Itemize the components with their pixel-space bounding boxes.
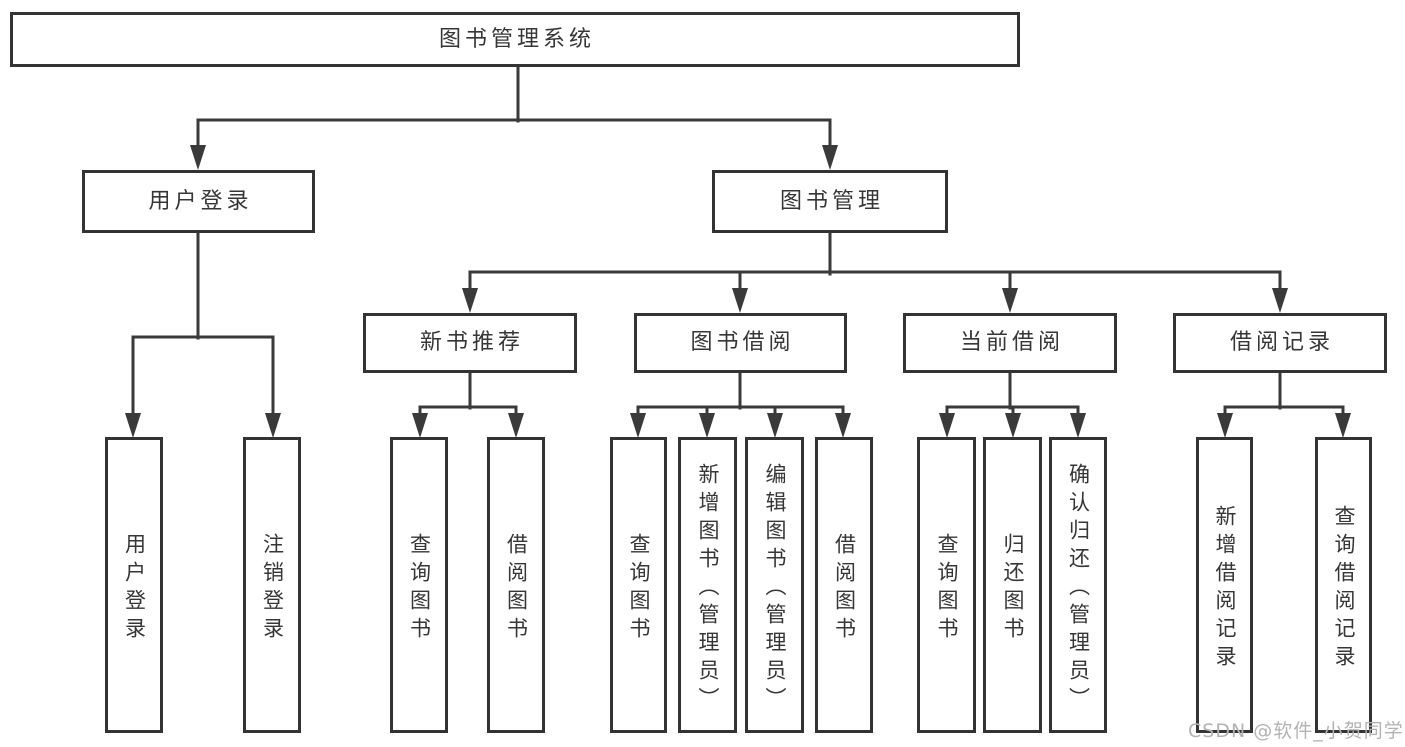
leaf-newbooks-borrow-books: 借阅图书 [487,437,545,733]
leaf-records-query-record: 查询借阅记录 [1315,437,1372,733]
node-user-login: 用户登录 [82,170,315,233]
node-library-system: 图书管理系统 [10,12,1020,67]
node-borrow-records: 借阅记录 [1173,313,1387,373]
leaf-current-confirm-return-admin: 确认归还（管理员） [1049,437,1107,733]
node-book-borrowing: 图书借阅 [634,313,847,373]
leaf-borrowing-edit-books-admin: 编辑图书（管理员） [745,437,804,733]
leaf-records-add-record: 新增借阅记录 [1196,437,1253,733]
node-book-management: 图书管理 [712,170,948,233]
leaf-user-login: 用户登录 [105,437,163,733]
watermark: CSDN @软件_小贺同学 [1188,720,1404,742]
leaf-newbooks-query-books: 查询图书 [390,437,448,733]
node-new-book-recommend: 新书推荐 [363,313,577,373]
leaf-borrowing-borrow-books: 借阅图书 [815,437,873,733]
leaf-current-return-books: 归还图书 [983,437,1042,733]
leaf-logout: 注销登录 [243,437,301,733]
node-current-borrowing: 当前借阅 [903,313,1117,373]
leaf-current-query-books: 查询图书 [917,437,976,733]
leaf-borrowing-add-books-admin: 新增图书（管理员） [678,437,737,733]
leaf-borrowing-query-books: 查询图书 [610,437,667,733]
